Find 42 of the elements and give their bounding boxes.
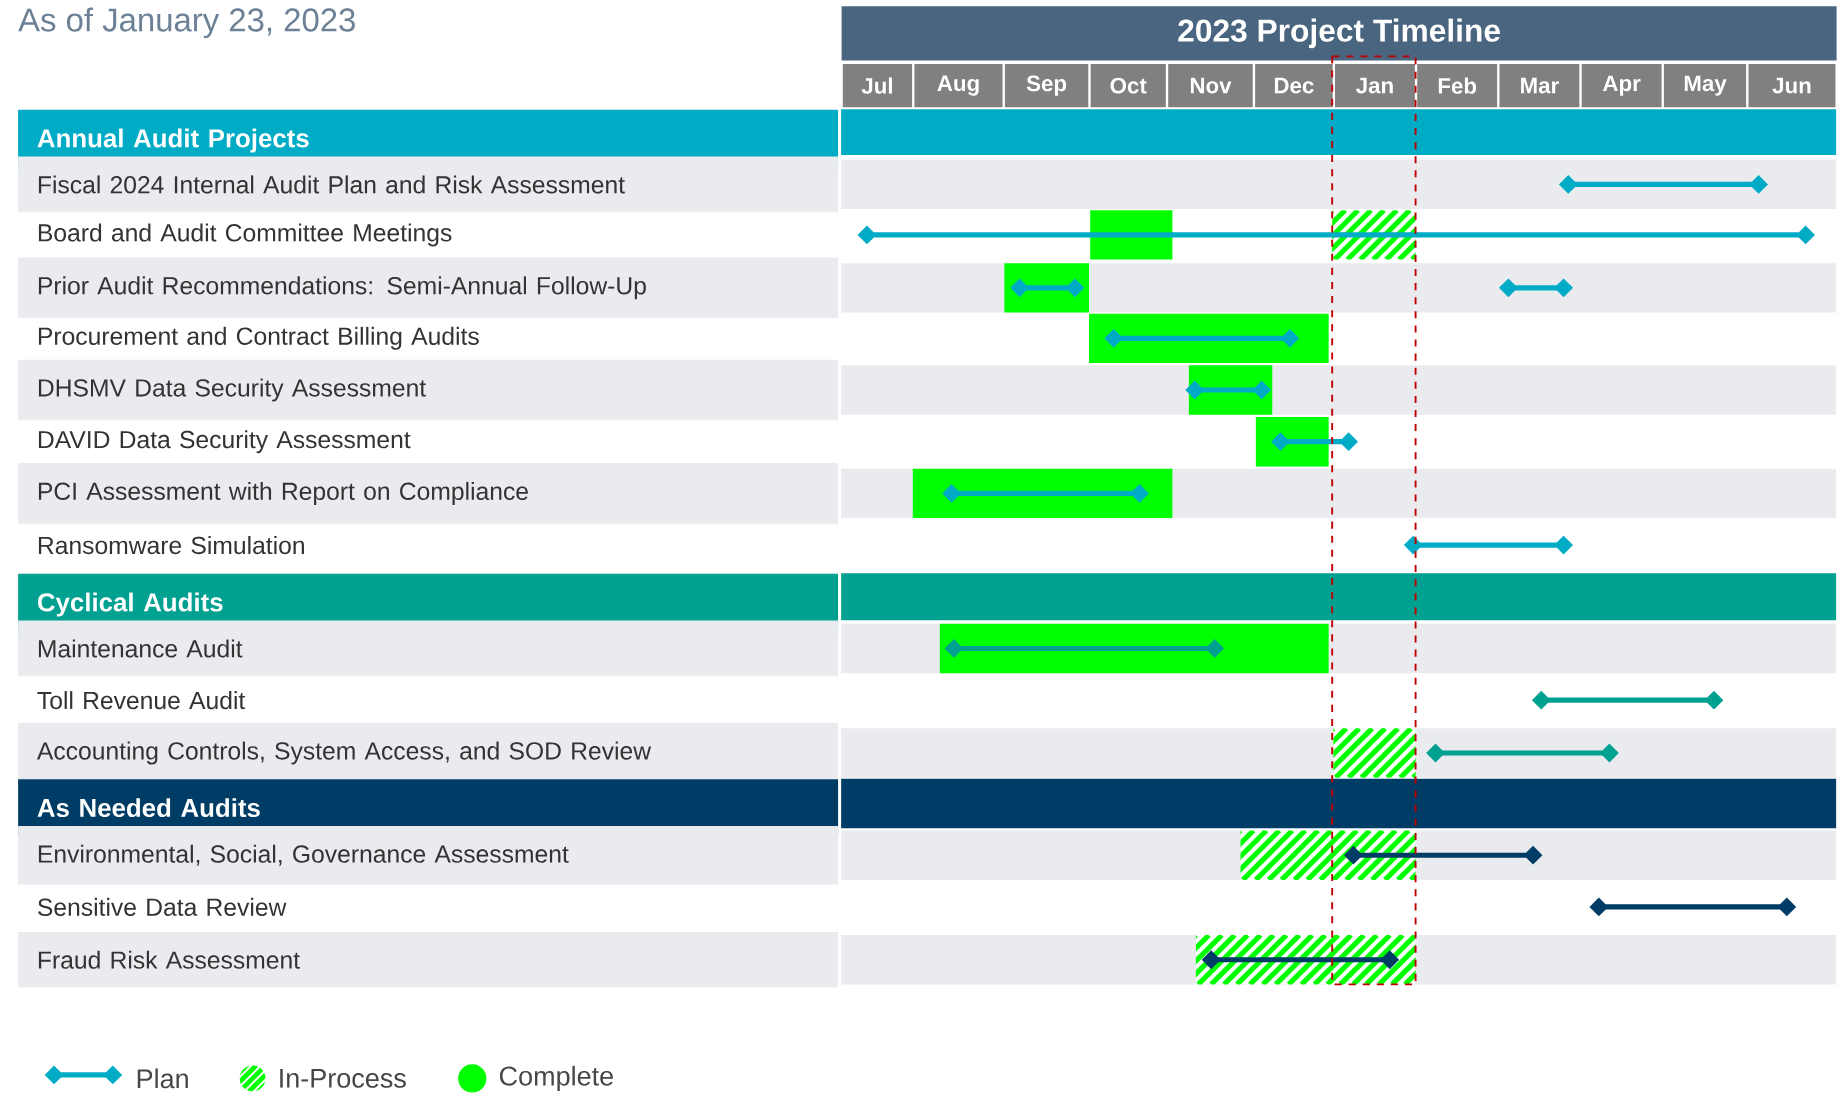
legend-label: In-Process	[280, 1069, 406, 1088]
task-row: Fraud Risk Assessment	[18, 932, 839, 988]
node-label: May	[1684, 75, 1727, 96]
task-row: PCI Assessment with Report on Compliance	[18, 463, 839, 524]
month-cell: Dec	[1255, 64, 1333, 108]
month-cell: Jan	[1335, 64, 1415, 108]
legend-label: Complete	[499, 1066, 613, 1092]
month-cell: Mar	[1499, 64, 1580, 108]
month-cell: Oct	[1090, 64, 1166, 108]
task-row: Maintenance Audit	[18, 620, 839, 677]
node-label: Mar	[1521, 78, 1559, 94]
node-label: As Needed Audits	[37, 798, 260, 818]
month-cell: Feb	[1417, 64, 1498, 108]
task-row: DHSMV Data Security Assessment	[18, 359, 839, 421]
task-row: Sensitive Data Review	[38, 898, 287, 917]
legend-label: Plan	[137, 1068, 188, 1089]
task-row: DAVID Data Security Assessment	[38, 430, 411, 454]
timeline-header: 2023 Project Timeline	[841, 6, 1837, 61]
section-band: As Needed Audits	[18, 779, 1837, 837]
task-row: Accounting Controls, System Access, and SOD Review	[18, 722, 839, 784]
node-label: Apr	[1602, 75, 1641, 96]
month-cell: Aug	[914, 64, 1003, 108]
node-label: Jul	[861, 77, 892, 94]
node-label: Jun	[1772, 78, 1811, 94]
task-row: Fiscal 2024 Internal Audit Plan and Risk Assessment	[18, 156, 839, 213]
month-cell: Nov	[1168, 64, 1253, 108]
month-cell: May	[1663, 64, 1747, 108]
month-cell: Sep	[1004, 64, 1089, 108]
task-row: Environmental, Social, Governance Assessment	[18, 826, 839, 885]
month-cell: Jun	[1748, 64, 1836, 108]
node-label: Sep	[1026, 75, 1067, 96]
date-note: As of January 23, 2023	[18, 7, 355, 39]
task-row: Board and Audit Committee Meetings	[38, 223, 452, 247]
node-label: Feb	[1438, 77, 1477, 94]
month-cell: Apr	[1581, 64, 1662, 108]
task-row: Prior Audit Recommendations: Semi-Annual Follow-Up	[18, 257, 839, 319]
task-row: Procurement and Contract Billing Audits	[38, 327, 479, 350]
node-label: Aug	[937, 75, 979, 96]
task-row: Ransomware Simulation	[38, 536, 304, 555]
month-cell: Jul	[842, 64, 913, 108]
task-row: Toll Revenue Audit	[37, 691, 246, 710]
node-label: Oct	[1110, 77, 1147, 94]
